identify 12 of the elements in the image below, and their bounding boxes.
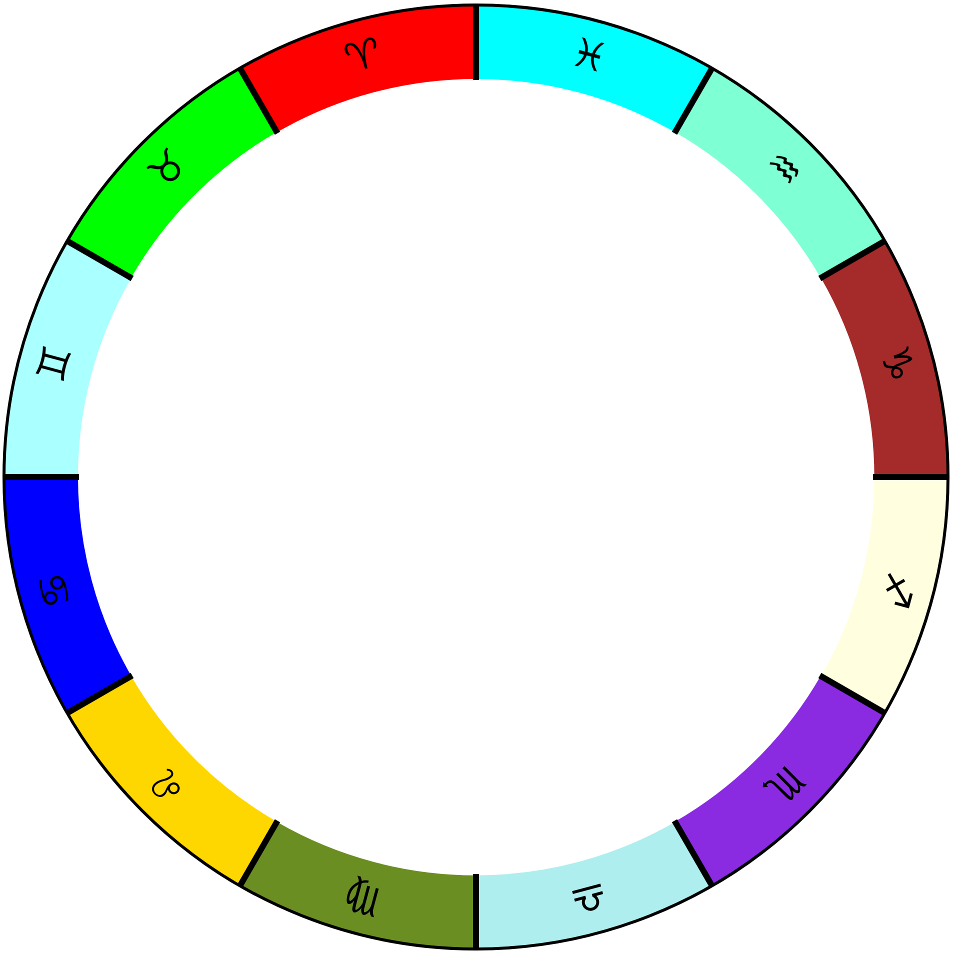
zodiac-symbol: ♊ (30, 342, 79, 387)
zodiac-symbol: ♈ (340, 32, 386, 80)
zodiac-symbol: ♉ (140, 142, 194, 196)
zodiac-symbol: ♌ (140, 758, 194, 812)
zodiac-symbol: ♑ (873, 342, 922, 387)
zodiac-symbol: ♏ (757, 758, 812, 812)
zodiac-symbol: ♐ (873, 567, 922, 612)
zodiac-symbol: ♍ (340, 874, 386, 922)
zodiac-symbol: ♋ (30, 567, 79, 612)
zodiac-symbol: ♓ (566, 32, 612, 80)
zodiac-symbol: ♒ (757, 142, 812, 196)
zodiac-symbol: ♎ (566, 874, 612, 922)
